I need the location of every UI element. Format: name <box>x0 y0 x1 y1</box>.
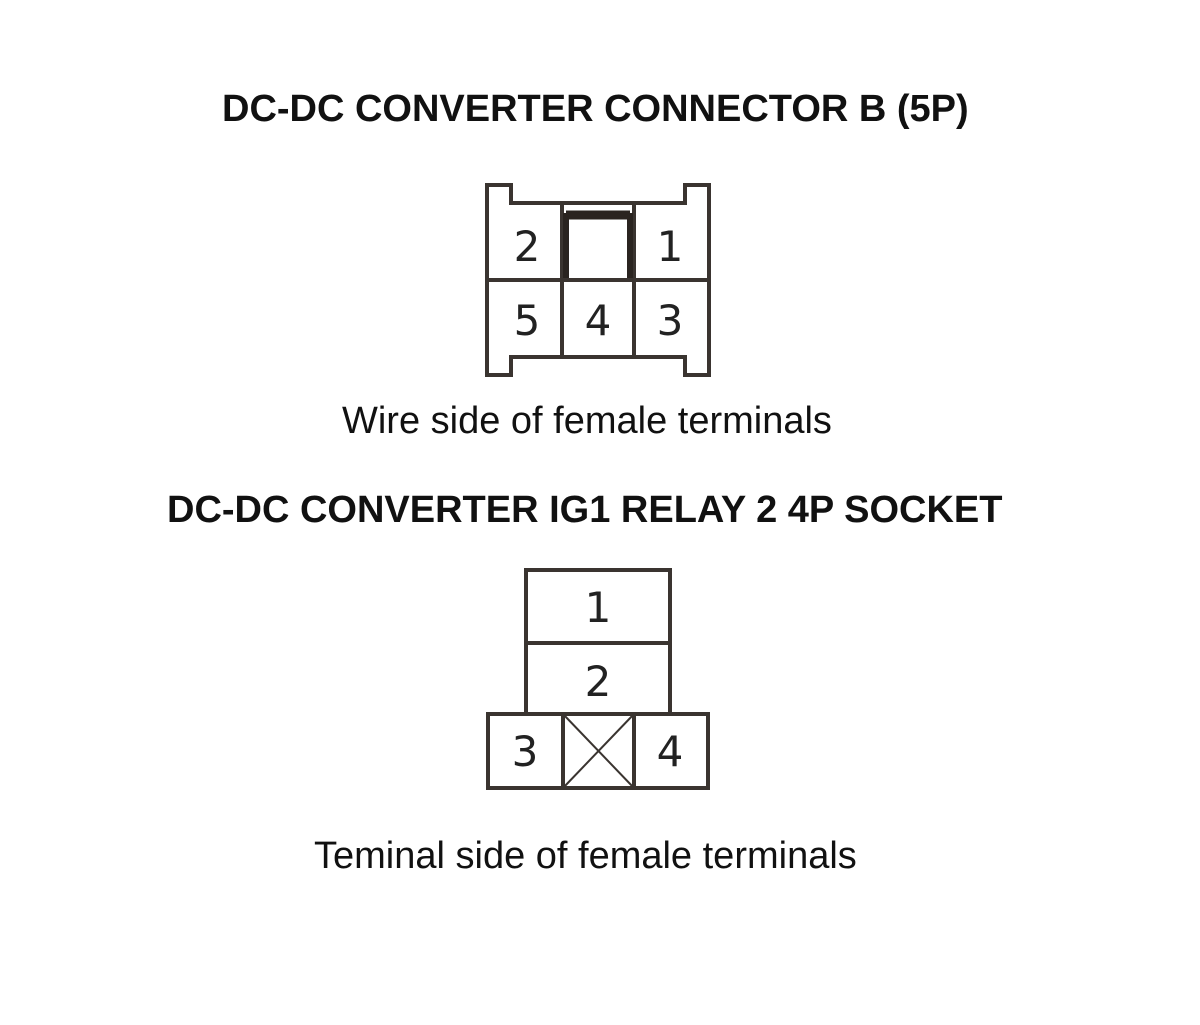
connector-b-title: DC-DC CONVERTER CONNECTOR B (5P) <box>222 88 969 130</box>
terminal-label-1: 1 <box>657 222 684 271</box>
terminal-label-2: 2 <box>514 222 541 271</box>
relay-socket-bottom-row <box>486 712 710 790</box>
relay-socket-caption: Teminal side of female terminals <box>314 835 857 877</box>
terminal-label-4: 4 <box>585 296 612 345</box>
empty-cavity-cross <box>562 713 635 789</box>
relay-terminal-label-1: 1 <box>585 583 612 632</box>
connector-b-key <box>563 213 633 278</box>
relay-terminal-label-4: 4 <box>657 727 684 776</box>
connector-b-caption: Wire side of female terminals <box>342 400 832 442</box>
terminal-label-3: 3 <box>657 296 684 345</box>
relay-terminal-label-3: 3 <box>512 727 539 776</box>
connector-b-diagram: 2 1 5 4 3 <box>485 183 711 377</box>
relay-terminal-label-2: 2 <box>585 657 612 706</box>
terminal-label-5: 5 <box>514 296 541 345</box>
relay-socket-diagram: 1 2 3 4 <box>486 568 710 790</box>
relay-socket-title: DC-DC CONVERTER IG1 RELAY 2 4P SOCKET <box>167 489 1003 531</box>
connector-b-outline <box>485 183 711 377</box>
